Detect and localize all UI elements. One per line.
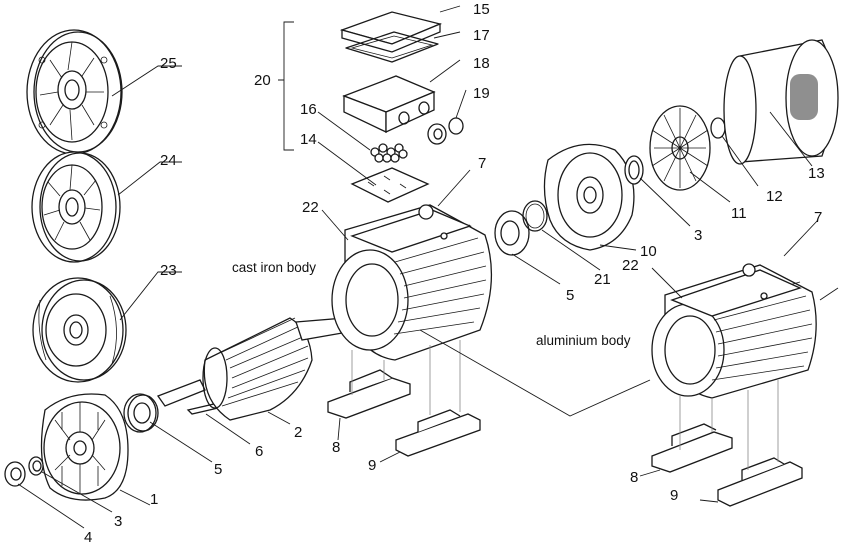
label-22-right: 22 xyxy=(622,257,639,274)
label-3-left: 3 xyxy=(114,513,122,530)
label-22-left: 22 xyxy=(302,199,319,216)
label-8-right: 8 xyxy=(630,469,638,486)
label-19: 19 xyxy=(473,85,490,102)
foot-9-left xyxy=(395,409,481,457)
label-18: 18 xyxy=(473,55,490,72)
ring-21 xyxy=(522,200,548,232)
gasket-17 xyxy=(345,31,439,63)
label-24: 24 xyxy=(160,152,177,169)
label-7-left: 7 xyxy=(478,155,486,172)
label-7-right: 7 xyxy=(814,209,822,226)
fan-cover-13 xyxy=(723,39,839,165)
flange-23 xyxy=(32,277,127,383)
label-12: 12 xyxy=(766,188,783,205)
label-21: 21 xyxy=(594,271,611,288)
label-23: 23 xyxy=(160,262,177,279)
fan-11 xyxy=(649,105,711,191)
label-17: 17 xyxy=(473,27,490,44)
label-13: 13 xyxy=(808,165,825,182)
label-6: 6 xyxy=(255,443,263,460)
label-4: 4 xyxy=(84,529,92,546)
flange-25 xyxy=(26,29,123,155)
bearing-5-right xyxy=(494,210,530,256)
bearing-5-left xyxy=(123,393,159,433)
label-9-right: 9 xyxy=(670,487,678,504)
leader-lines xyxy=(17,5,839,529)
label-9-left: 9 xyxy=(368,457,376,474)
endshield-1 xyxy=(40,393,129,501)
fan-cover-mesh xyxy=(790,74,818,120)
aluminium-body-caption: aluminium body xyxy=(536,333,631,348)
label-15: 15 xyxy=(473,1,490,18)
label-2: 2 xyxy=(294,424,302,441)
cast-iron-body-caption: cast iron body xyxy=(232,260,316,275)
foot-9-right xyxy=(717,457,803,507)
flange-24 xyxy=(31,151,121,263)
aluminium-body-22 xyxy=(651,263,817,399)
part-number-labels: 25 24 23 1 3 4 5 6 2 15 17 18 19 20 16 1… xyxy=(84,1,825,546)
terminal-board-14 xyxy=(350,167,430,203)
nuts-16 xyxy=(370,143,408,163)
label-14: 14 xyxy=(300,131,317,148)
terminal-box-cover-15 xyxy=(339,11,443,53)
ring-3-left xyxy=(28,456,44,476)
terminal-box-18 xyxy=(342,75,436,134)
cable-gland-19 xyxy=(427,117,464,145)
ring-3-right xyxy=(624,155,644,185)
foot-8-right xyxy=(651,423,733,473)
label-5-left: 5 xyxy=(214,461,222,478)
label-8-left: 8 xyxy=(332,439,340,456)
foot-8-left xyxy=(327,369,411,419)
label-1: 1 xyxy=(150,491,158,508)
rotor-2 xyxy=(156,317,349,421)
key-6 xyxy=(186,403,220,415)
label-16: 16 xyxy=(300,101,317,118)
endshield-10 xyxy=(543,143,635,251)
label-20: 20 xyxy=(254,72,271,89)
label-10: 10 xyxy=(640,243,657,260)
label-25: 25 xyxy=(160,55,177,72)
label-11: 11 xyxy=(731,205,747,222)
clip-12 xyxy=(710,117,726,139)
label-3-right: 3 xyxy=(694,227,702,244)
label-5-right: 5 xyxy=(566,287,574,304)
cast-iron-body-22 xyxy=(331,204,493,361)
seal-4 xyxy=(4,461,26,487)
